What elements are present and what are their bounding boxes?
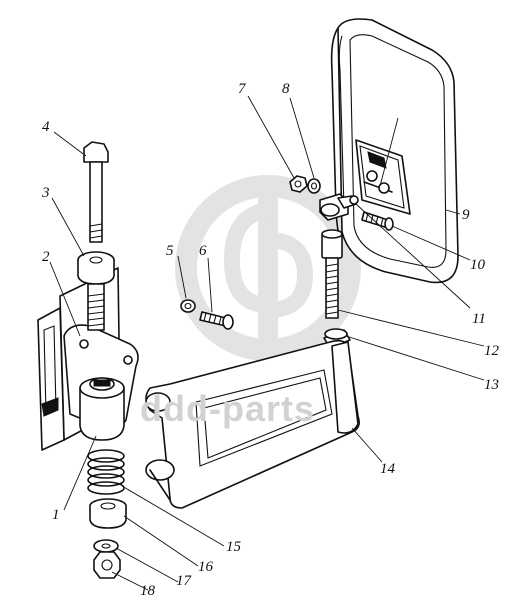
callout-18: 18	[140, 583, 155, 599]
screw-6	[199, 311, 234, 330]
arm-14	[145, 339, 360, 509]
callout-13: 13	[484, 377, 499, 393]
watermark-text: ddd-parts	[140, 388, 315, 429]
watermark-logo	[175, 175, 361, 361]
callout-11: 11	[472, 311, 486, 327]
bushing-3	[77, 251, 115, 331]
callout-10: 10	[470, 257, 485, 273]
spring-15	[87, 449, 125, 495]
callout-3: 3	[42, 185, 50, 201]
callout-17: 17	[176, 573, 191, 589]
leader-lines	[49, 95, 485, 591]
bolt-12	[321, 229, 343, 319]
mirror-clamp	[319, 193, 394, 231]
pivot-housing-1	[79, 377, 125, 441]
callout-16: 16	[198, 559, 213, 575]
washer-17	[93, 539, 119, 553]
nut-18	[93, 551, 121, 579]
callout-9: 9	[462, 207, 470, 223]
bolt-4	[83, 141, 109, 243]
callout-6: 6	[199, 243, 207, 259]
spacer-16	[89, 498, 127, 529]
callout-12: 12	[484, 343, 499, 359]
callout-5: 5	[166, 243, 174, 259]
nut-7	[289, 175, 308, 193]
callout-14: 14	[380, 461, 395, 477]
callout-7: 7	[238, 81, 246, 97]
callout-1: 1	[52, 507, 60, 523]
callout-15: 15	[226, 539, 241, 555]
washer-8	[307, 178, 321, 194]
washer-5	[180, 299, 196, 313]
mirror-head	[330, 18, 459, 284]
callout-4: 4	[42, 119, 50, 135]
callout-2: 2	[42, 249, 50, 265]
callout-8: 8	[282, 81, 290, 97]
